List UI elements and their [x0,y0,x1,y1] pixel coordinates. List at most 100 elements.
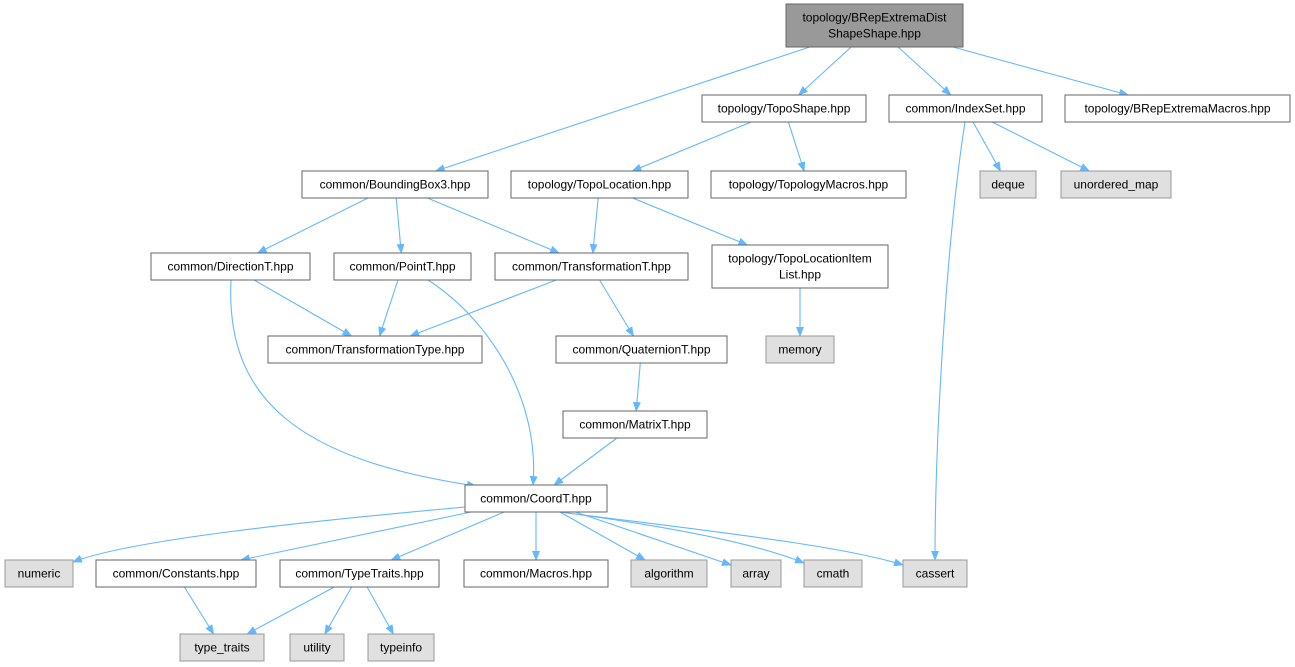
edge-transformationt-to-transtype [409,279,557,337]
node-box [150,252,311,281]
node-label: deque [991,178,1025,192]
node-box [730,559,782,588]
node-label: cassert [916,567,955,581]
node-box [333,252,472,281]
node-label: List.hpp [779,268,821,282]
node-label: topology/BRepExtremaMacros.hpp [1084,102,1270,116]
node-box [630,559,708,588]
node-brepmacros[interactable]: topology/BRepExtremaMacros.hpp [1064,94,1291,123]
edge-coordt-to-cassert [559,511,904,567]
node-label: common/Constants.hpp [113,567,240,581]
node-typeinfo: typeinfo [367,633,435,662]
node-box [4,559,74,588]
edge-coordt-to-constants [239,511,472,563]
edge-root-to-indexset [897,46,952,96]
node-transformationt[interactable]: common/TransformationT.hpp [494,252,689,281]
node-box [711,244,889,289]
edge-pointt-to-coordt [427,279,538,486]
node-toposhape[interactable]: topology/TopoShape.hpp [701,94,867,123]
node-type_traits: type_traits [179,633,265,662]
node-topomacros[interactable]: topology/TopologyMacros.hpp [710,170,907,199]
node-label: common/Macros.hpp [480,567,592,581]
edge-typetraits-to-utility [324,586,353,635]
edge-indexset-to-unordered_map [991,121,1091,172]
node-bbox3[interactable]: common/BoundingBox3.hpp [301,170,489,199]
edge-topolocation-to-transformationt [589,197,599,254]
node-memory: memory [765,335,835,364]
edge-quaterniont-to-matrixt [632,362,641,412]
edge-matrixt-to-coordt [553,437,618,486]
edge-toposhape-to-topolocation [631,121,752,172]
edge-toposhape-to-topomacros [787,121,806,172]
node-box [464,484,608,513]
node-box [279,559,440,588]
edge-root-to-bbox3 [434,46,810,172]
node-numeric: numeric [4,559,74,588]
edge-topolocation-to-topolocitem [632,197,749,246]
node-label: common/BoundingBox3.hpp [320,178,471,192]
edge-coordt-to-cmath [559,511,805,564]
node-box [710,170,907,199]
node-box [562,410,708,439]
node-pointt[interactable]: common/PointT.hpp [333,252,472,281]
node-cmath: cmath [803,559,863,588]
node-macros[interactable]: common/Macros.hpp [463,559,609,588]
node-box [494,252,689,281]
node-box [463,559,609,588]
node-box [803,559,863,588]
edge-coordt-to-array [575,511,732,566]
node-box [555,335,728,364]
edge-indexset-to-deque [972,121,1001,172]
node-quaterniont[interactable]: common/QuaternionT.hpp [555,335,728,364]
node-box [301,170,489,199]
edge-pointt-to-transtype [378,279,399,337]
node-constants[interactable]: common/Constants.hpp [95,559,257,588]
edge-directiont-to-transtype [253,279,353,337]
edge-transformationt-to-quaterniont [599,279,634,337]
edge-bbox3-to-transformationt [427,197,561,254]
node-box [979,170,1037,199]
node-label: common/TypeTraits.hpp [295,567,424,581]
edge-typetraits-to-type_traits [246,586,335,635]
node-label: typeinfo [380,641,422,655]
edge-root-to-brepmacros [952,46,1130,97]
node-label: topology/TopologyMacros.hpp [729,178,889,192]
node-transtype[interactable]: common/TransformationType.hpp [267,335,483,364]
node-label: common/IndexSet.hpp [905,102,1025,116]
node-label: common/QuaternionT.hpp [572,343,710,357]
node-box [888,94,1043,123]
edge-bbox3-to-directiont [256,197,369,254]
node-label: topology/TopoLocation.hpp [528,178,672,192]
node-cassert: cassert [902,559,968,588]
node-label: type_traits [194,641,249,655]
node-box [1060,170,1172,199]
node-label: common/CoordT.hpp [480,492,592,506]
node-topolocation[interactable]: topology/TopoLocation.hpp [510,170,689,199]
node-box [1064,94,1291,123]
node-typetraits[interactable]: common/TypeTraits.hpp [279,559,440,588]
node-box [179,633,265,662]
node-label: common/PointT.hpp [349,260,455,274]
node-label: common/TransformationT.hpp [512,260,671,274]
node-label: topology/TopoLocationItem [728,252,871,266]
node-utility: utility [289,633,345,662]
node-box [701,94,867,123]
node-label: common/MatrixT.hpp [579,418,691,432]
node-box [785,3,964,48]
node-indexset[interactable]: common/IndexSet.hpp [888,94,1043,123]
node-box [267,335,483,364]
edge-bbox3-to-pointt [395,197,405,254]
edges-layer [72,46,1130,635]
node-unordered_map: unordered_map [1060,170,1172,199]
node-coordt[interactable]: common/CoordT.hpp [464,484,608,513]
node-directiont[interactable]: common/DirectionT.hpp [150,252,311,281]
node-label: memory [778,343,821,357]
node-label: common/DirectionT.hpp [167,260,293,274]
node-label: utility [303,641,330,655]
node-label: algorithm [644,567,693,581]
node-label: topology/TopoShape.hpp [718,102,851,116]
node-matrixt[interactable]: common/MatrixT.hpp [562,410,708,439]
